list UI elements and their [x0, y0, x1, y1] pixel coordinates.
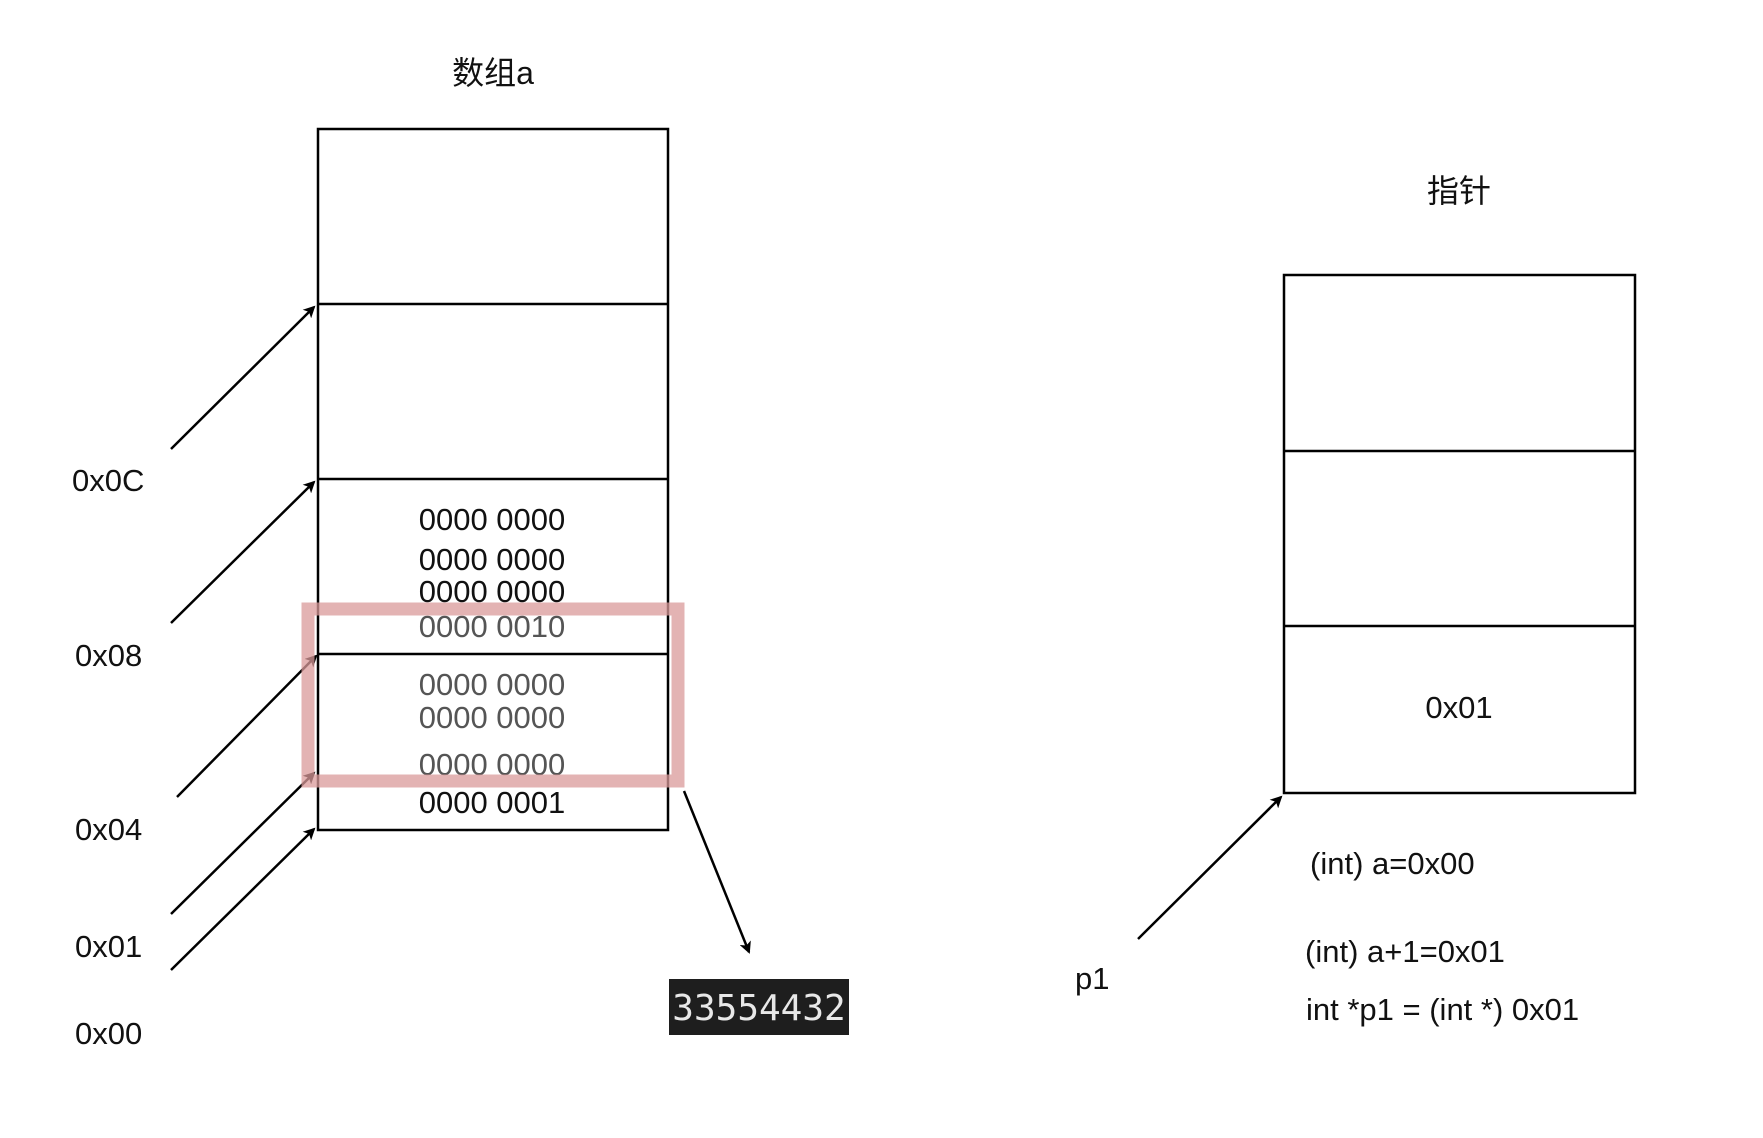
- result-value: 33554432: [672, 988, 845, 1029]
- result-arrow: [682, 790, 751, 954]
- pointer-note-3: int *p1 = (int *) 0x01: [1306, 992, 1579, 1027]
- byte-text: 0000 0000: [419, 700, 566, 735]
- pointer-note-2: (int) a+1=0x01: [1305, 934, 1505, 969]
- arrow-0x00: [170, 827, 316, 971]
- address-labels: 0x0C 0x08 0x04 0x01 0x00: [72, 463, 144, 1051]
- pointer-note-1: (int) a=0x00: [1310, 846, 1475, 881]
- byte-text: 0000 0000: [419, 542, 566, 577]
- byte-text: 0000 0000: [419, 502, 566, 537]
- array-box: [316, 127, 670, 832]
- array-title: 数组a: [452, 55, 534, 91]
- arrow-0x01: [170, 771, 316, 915]
- address-label-0x01: 0x01: [75, 929, 142, 964]
- arrow-0x08: [170, 480, 316, 624]
- pointer-cell-value: 0x01: [1425, 690, 1492, 725]
- result-badge: [669, 979, 849, 1035]
- address-arrows: [170, 305, 318, 971]
- address-label-0x0C: 0x0C: [72, 463, 144, 498]
- byte-text: 0000 0001: [419, 785, 566, 820]
- pointer-title: 指针: [1427, 173, 1491, 209]
- pointer-outline: [1282, 273, 1637, 795]
- pointer-arrow: [1137, 795, 1283, 940]
- byte-text: 0000 0000: [419, 667, 566, 702]
- address-label-0x04: 0x04: [75, 812, 142, 847]
- pointer-label: p1: [1075, 961, 1109, 996]
- address-label-0x00: 0x00: [75, 1016, 142, 1051]
- array-bytes: 0000 0000 0000 0000 0000 0000 0000 0010 …: [419, 502, 566, 820]
- arrow-0x0C: [170, 305, 316, 450]
- highlight-box: [301, 602, 685, 788]
- arrow-0x04: [176, 654, 318, 798]
- address-label-0x08: 0x08: [75, 638, 142, 673]
- pointer-box: [1282, 273, 1637, 795]
